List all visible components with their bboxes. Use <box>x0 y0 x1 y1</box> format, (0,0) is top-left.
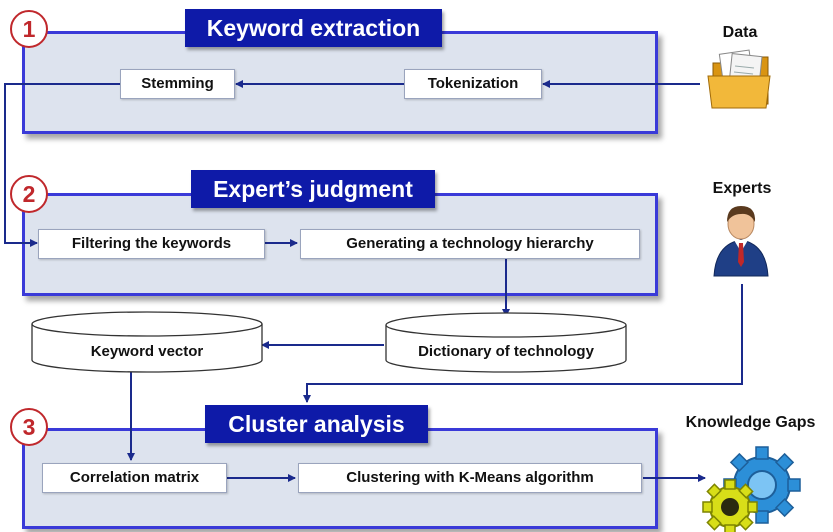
gears-icon <box>702 446 801 532</box>
knowledge-gaps-label: Knowledge Gaps <box>685 414 816 431</box>
experts-label: Experts <box>712 180 772 197</box>
stage-1-title: Keyword extraction <box>185 9 442 47</box>
hierarchy-step: Generating a technology hierarchy <box>300 229 640 259</box>
stemming-step: Stemming <box>120 69 235 99</box>
stage-2-number: 2 <box>10 175 48 213</box>
filtering-step: Filtering the keywords <box>38 229 265 259</box>
correlation-step: Correlation matrix <box>42 463 227 493</box>
arrow-stemming-to-filtering <box>4 83 120 247</box>
tokenization-step: Tokenization <box>404 69 542 99</box>
keyword-vector-database <box>31 311 263 373</box>
dictionary-label: Dictionary of technology <box>418 343 594 360</box>
person-icon <box>713 206 769 277</box>
keyword-vector-label: Keyword vector <box>90 343 204 360</box>
stage-2-title: Expert’s judgment <box>191 170 435 208</box>
dictionary-database <box>385 312 627 373</box>
data-label: Data <box>722 24 758 41</box>
clustering-step: Clustering with K-Means algorithm <box>298 463 642 493</box>
stage-3-number: 3 <box>10 408 48 446</box>
stage-1-number: 1 <box>10 10 48 48</box>
arrow-experts-to-cluster <box>303 284 743 403</box>
folder-documents-icon <box>707 49 771 109</box>
stage-3-title: Cluster analysis <box>205 405 428 443</box>
